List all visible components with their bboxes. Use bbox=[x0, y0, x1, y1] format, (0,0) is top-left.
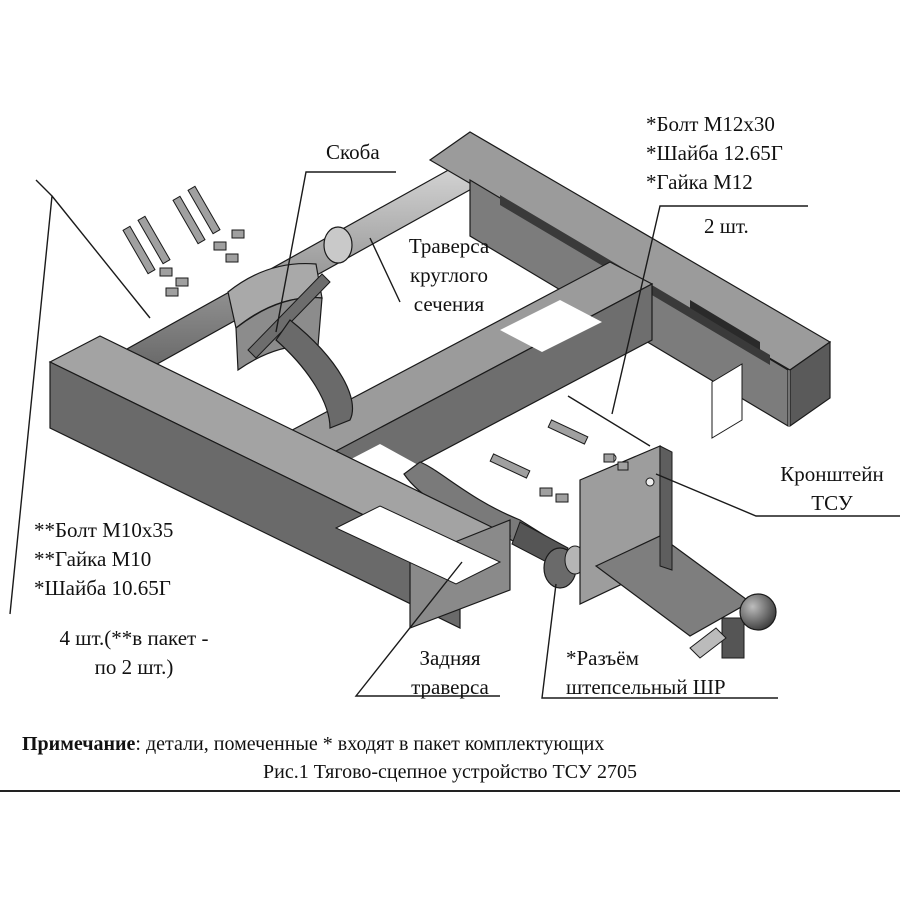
label-qty-4-line2: по 2 шт.) bbox=[94, 655, 174, 679]
label-qty-4-line1: 4 шт.(**в пакет - bbox=[59, 626, 209, 650]
clamp-part bbox=[227, 262, 331, 372]
label-qty-2: 2 шт. bbox=[704, 214, 749, 238]
label-bolt-m12: *Болт М12х30 bbox=[646, 112, 775, 136]
bottom-rule bbox=[0, 790, 900, 792]
label-washer-12: *Шайба 12.65Г bbox=[646, 141, 783, 165]
label-connector-1: *Разъём bbox=[566, 646, 639, 670]
label-nut-m12: *Гайка М12 bbox=[646, 170, 753, 194]
hitch-bracket bbox=[579, 445, 752, 637]
label-rear-traverse-1: Задняя bbox=[419, 646, 481, 670]
tow-ball bbox=[689, 593, 777, 659]
bolts-m10 bbox=[489, 419, 629, 503]
label-rear-traverse-2: траверса bbox=[411, 675, 489, 699]
rear-traverse-beam bbox=[48, 335, 512, 629]
label-bolt-m10: **Болт М10х35 bbox=[34, 518, 174, 542]
note-text: : детали, помеченные * входят в пакет ко… bbox=[135, 733, 605, 755]
bolts-m12 bbox=[122, 185, 245, 297]
label-connector-2: штепсельный ШР bbox=[566, 675, 726, 699]
label-clamp: Скоба bbox=[326, 140, 380, 164]
label-washer-10: *Шайба 10.65Г bbox=[34, 576, 171, 600]
label-traverse-3: сечения bbox=[413, 292, 485, 316]
note-line: Примечание: детали, помеченные * входят … bbox=[0, 731, 900, 757]
leader-lines bbox=[9, 171, 900, 699]
note-bold: Примечание bbox=[22, 733, 136, 755]
central-beam bbox=[260, 261, 654, 525]
label-traverse-1: Траверса bbox=[408, 234, 490, 258]
label-traverse-2: круглого bbox=[409, 263, 489, 287]
label-bracket-2: ТСУ bbox=[811, 491, 853, 515]
figure-caption: Рис.1 Тягово-сцепное устройство ТСУ 2705 bbox=[263, 761, 637, 783]
label-bracket-1: Кронштейн bbox=[780, 462, 884, 486]
label-nut-m10: **Гайка М10 bbox=[34, 547, 152, 571]
